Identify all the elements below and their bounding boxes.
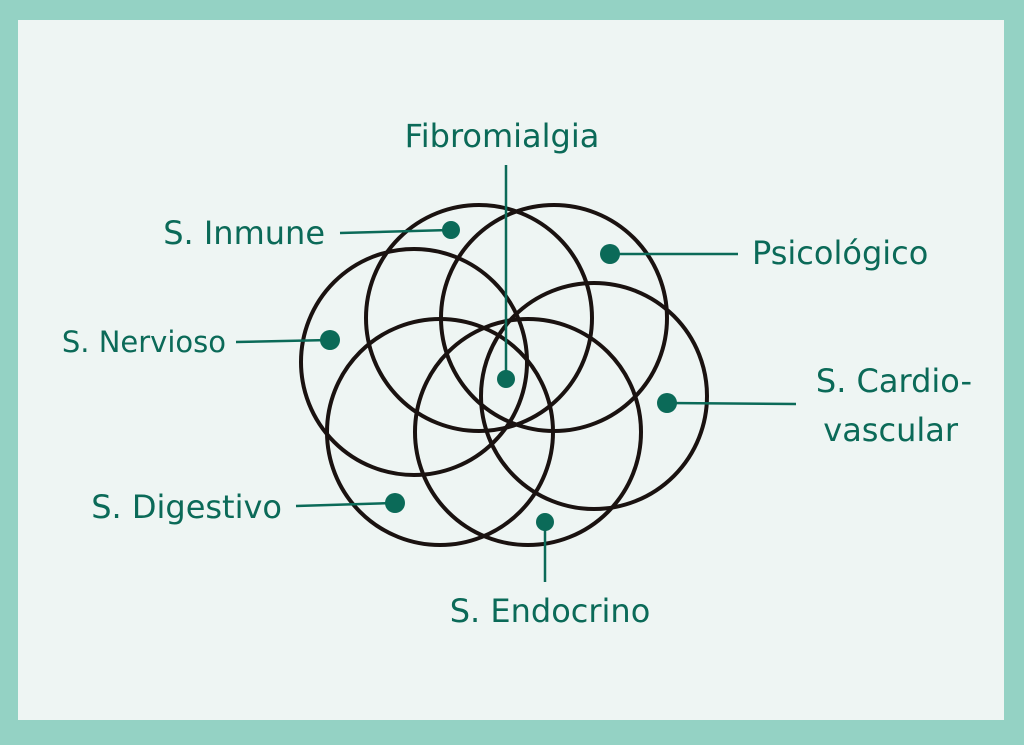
dot-digestivo <box>385 493 405 513</box>
label-cardio-line2: vascular <box>823 411 959 449</box>
dot-endocrino <box>536 513 554 531</box>
circle-cardiovascular <box>479 281 709 511</box>
dot-fibromialgia <box>497 370 515 388</box>
dots-group <box>320 221 677 531</box>
circle-endocrino <box>413 317 643 547</box>
connector-inmune <box>339 228 451 235</box>
label-nervioso: S. Nervioso <box>62 325 226 359</box>
dot-nervioso <box>320 330 340 350</box>
dot-inmune <box>442 221 460 239</box>
label-inmune: S. Inmune <box>163 214 325 252</box>
connector-nervioso <box>235 338 331 344</box>
dot-cardiovascular <box>657 393 677 413</box>
circle-inmune <box>364 203 594 433</box>
label-digestivo: S. Digestivo <box>91 488 282 526</box>
connectors-group <box>235 165 797 582</box>
circle-digestivo <box>325 317 555 547</box>
dot-psicologico <box>600 244 620 264</box>
label-cardio-line1: S. Cardio- <box>816 362 972 400</box>
connector-cardiovascular <box>666 401 797 406</box>
label-fibromialgia: Fibromialgia <box>405 117 600 155</box>
diagram-panel <box>18 20 1004 720</box>
label-endocrino: S. Endocrino <box>450 592 651 630</box>
circles-group <box>299 203 709 547</box>
circle-psicologico <box>439 203 669 433</box>
connector-digestivo <box>295 501 395 508</box>
label-psicologico: Psicológico <box>752 234 928 272</box>
